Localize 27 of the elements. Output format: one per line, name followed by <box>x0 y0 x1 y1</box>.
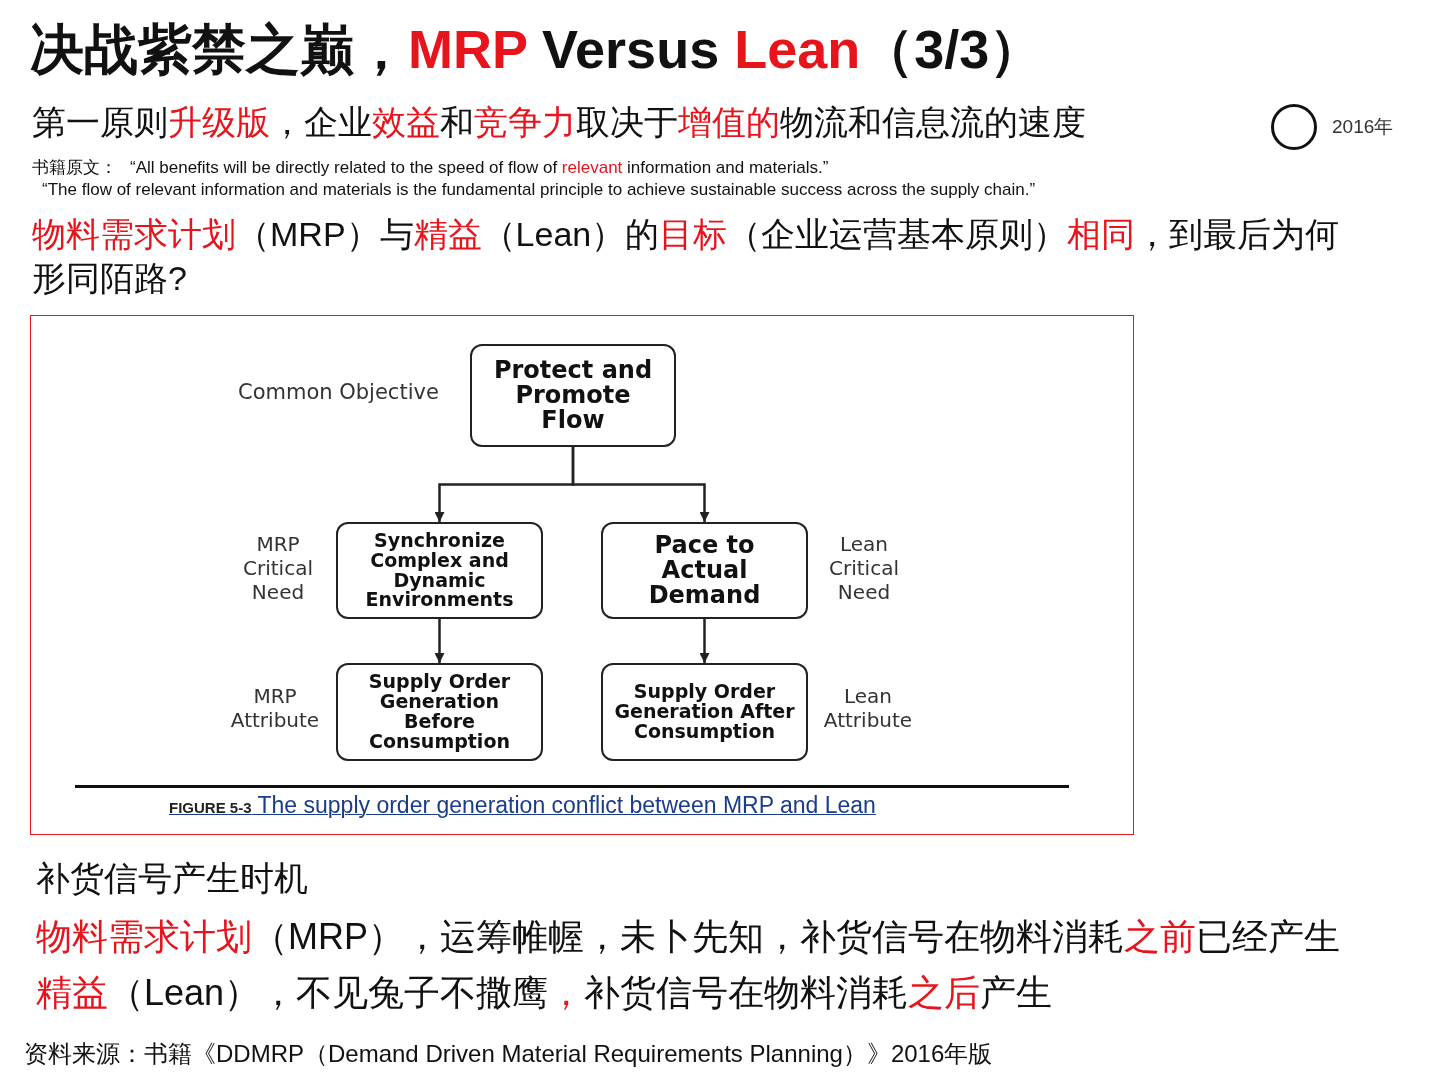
process-box: Supply Order Generation Before Consumption <box>336 663 543 761</box>
body-text: 精益（Lean），不见兔子不撒鹰，补货信号在物料消耗之后产生 <box>36 971 1053 1015</box>
body-text: 物料需求计划（MRP），运筹帷幄，未卜先知，补货信号在物料消耗之前已经产生 <box>36 915 1340 959</box>
quote-intro: 书籍原文： <box>32 157 117 179</box>
arrow <box>699 619 710 663</box>
figure-caption: FIGURE 5-3 The supply order generation conflict between MRP and Lean <box>169 792 876 819</box>
side-label: Common Objective <box>238 380 439 404</box>
arrow <box>434 619 445 663</box>
source-note: 资料来源：书籍《DDMRP（Demand Driven Material Requirements Planning）》2016年版 <box>24 1039 993 1069</box>
slide-title: 决战紫禁之巅，MRP Versus Lean（3/3） <box>30 18 1044 81</box>
year-label: 2016年 <box>1332 115 1394 139</box>
circle-icon <box>1271 104 1317 150</box>
quote-text: “All benefits will be directly related to the speed of flow of relevant information and materials.” <box>130 157 829 179</box>
process-box: Pace to Actual Demand <box>601 522 808 619</box>
row-label: Lean Attribute <box>822 684 914 732</box>
subtitle: 第一原则升级版，企业效益和竞争力取决于增值的物流和信息流的速度 <box>32 102 1086 143</box>
arrow <box>571 447 710 522</box>
process-box: Synchronize Complex and Dynamic Environments <box>336 522 543 619</box>
question-text: 物料需求计划（MRP）与精益（Lean）的目标（企业运营基本原则）相同，到最后为何形同陌路? <box>32 214 1341 300</box>
row-label: MRP Critical Need <box>242 532 314 604</box>
figure-frame <box>30 315 1134 835</box>
process-box: Supply Order Generation After Consumption <box>601 663 808 761</box>
section-heading: 补货信号产生时机 <box>36 858 308 899</box>
quote-text: “The flow of relevant information and materials is the fundamental principle to achieve sustainable success across the supply chain.” <box>42 179 1036 201</box>
process-box: Protect and Promote Flow <box>470 344 676 447</box>
row-label: Lean Critical Need <box>828 532 900 604</box>
row-label: MRP Attribute <box>229 684 321 732</box>
